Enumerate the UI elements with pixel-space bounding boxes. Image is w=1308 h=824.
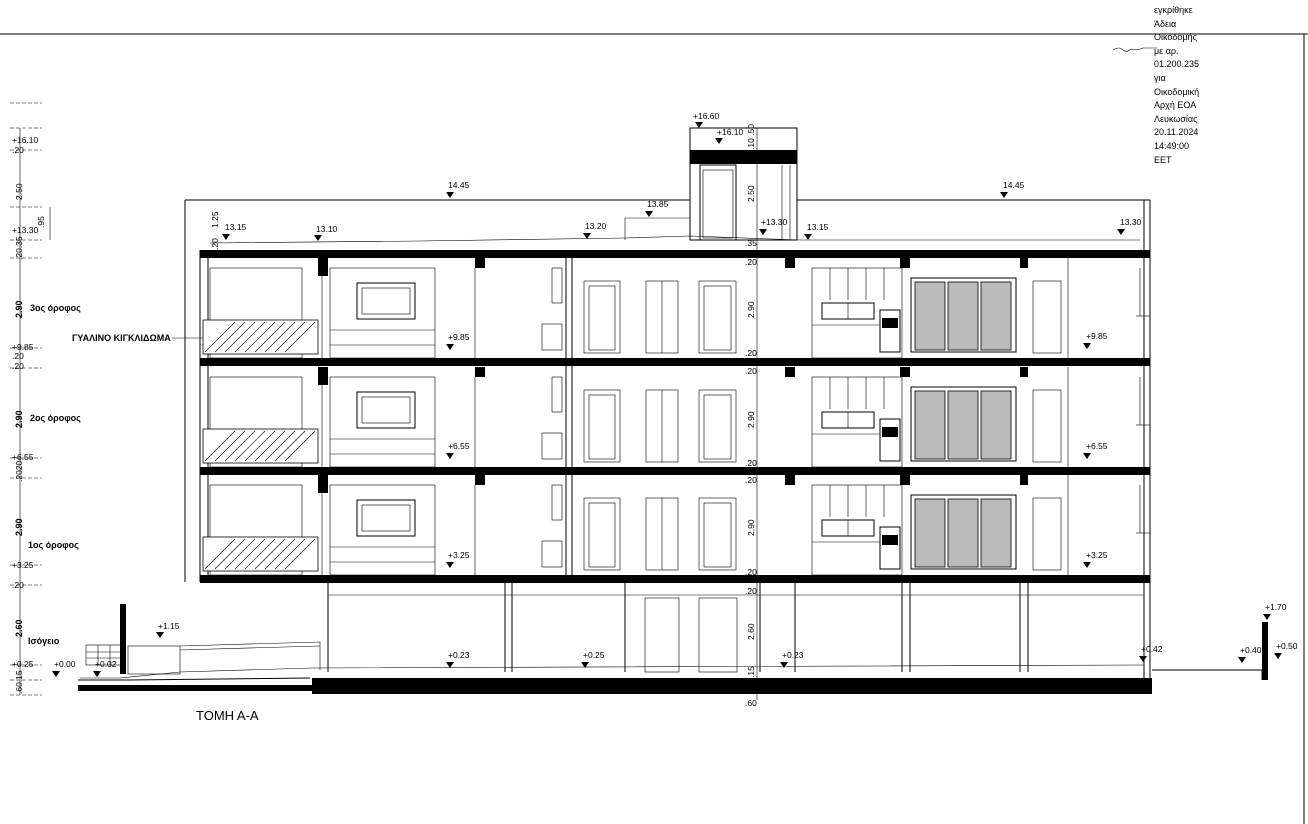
level-g-d: +0.25 <box>583 650 605 660</box>
stamp-line: Άδεια <box>1154 18 1177 29</box>
floor3-height: 2.90 <box>14 300 24 318</box>
level-2-right: +6.55 <box>1086 441 1108 451</box>
level-g-f: +0.42 <box>1141 644 1163 654</box>
level-g-e: +0.23 <box>782 650 804 660</box>
stamp-line: EET <box>1154 154 1172 165</box>
level-2-left: +6.55 <box>448 441 470 451</box>
dim-1-20b: .20 <box>745 567 757 577</box>
section-title: ΤΟΜΗ Α-Α <box>196 708 259 723</box>
stamp-line: με αρ. <box>1154 45 1179 56</box>
level-025: +0.25 <box>12 659 34 669</box>
dim-3-290: 2.90 <box>746 301 756 318</box>
ground-height: 2.60 <box>14 619 24 637</box>
dim-slab: .20 <box>12 145 24 155</box>
level-g-a: +0.00 <box>54 659 76 669</box>
dim-3-20b: .20 <box>745 348 757 358</box>
roof-r1: 13.15 <box>225 222 247 232</box>
dim-60: .60 <box>745 698 757 708</box>
level-3-left: +9.85 <box>448 332 470 342</box>
roof-r7: 13.30 <box>1120 217 1142 227</box>
level-3-right: +9.85 <box>1086 331 1108 341</box>
dim-15: .15 <box>746 666 756 678</box>
dim-0-20: .20 <box>745 586 757 596</box>
level-g-c: +0.23 <box>448 650 470 660</box>
roof-r3: 13.20 <box>585 221 607 231</box>
stamp-line: για <box>1154 72 1166 83</box>
stamp-line: 01.200.235 <box>1154 59 1200 70</box>
level-g-g: +1.70 <box>1265 602 1287 612</box>
dim-10-50: .10 .50 <box>746 124 756 150</box>
level-985: +9.85 <box>12 342 34 352</box>
dim-bottom: .60.15 <box>14 670 24 694</box>
left-dimension-column: +16.10 .20 2.50 .95 +13.30 .20.35 2.90 +… <box>10 102 51 696</box>
stamp-line: 14:49:00 <box>1154 140 1190 151</box>
stamp-line: 20.11.2024 <box>1154 127 1199 138</box>
roof-r4: 13.85 <box>647 199 669 209</box>
roof-r5: +13.30 <box>761 217 788 227</box>
floor-2-interior <box>202 367 1150 468</box>
ground-name: Ισόγειο <box>28 636 60 646</box>
stamp-line: Οικοδομής <box>1154 32 1197 43</box>
building-structure <box>78 127 1268 694</box>
dim-250: 2.50 <box>746 185 756 202</box>
dim-2020: .2020 <box>14 460 24 482</box>
stamp-line: Οικοδομική <box>1154 86 1200 97</box>
level-655: +6.55 <box>12 452 34 462</box>
dim-3-20: .20 <box>745 257 757 267</box>
signature-mark <box>1112 47 1157 52</box>
roof-top-a: +16.60 <box>693 111 720 121</box>
dim-2035: .20.35 <box>14 236 24 260</box>
roof-r2: 13.10 <box>316 224 338 234</box>
level-ramp-top: +1.15 <box>158 621 180 631</box>
dim-2-20: .20 <box>745 366 757 376</box>
dim-top-20: .20 <box>745 156 757 166</box>
floor-3-interior <box>202 258 1150 359</box>
stamp-line: εγκρίθηκε <box>1154 5 1193 15</box>
center-dimensions: .10 .50 .20 2.50 .35 .20 2.90 .20 .20 2.… <box>745 124 757 708</box>
roof-dim-125: 1.25 <box>210 211 220 228</box>
roof-left-ext: 14.45 <box>448 180 470 190</box>
dim-95: .95 <box>36 216 46 228</box>
roof-top-b: +16.10 <box>717 127 744 137</box>
level-325: +3.25 <box>12 560 34 570</box>
dim-20-b: .20 <box>12 361 24 371</box>
dim-1-20: .20 <box>745 475 757 485</box>
stamp-line: Λευκωσίας <box>1154 113 1198 124</box>
roof-r6: 13.15 <box>807 222 829 232</box>
level-g-b: +0.02 <box>95 659 117 669</box>
roof-dim-20: .20 <box>210 238 220 250</box>
floor2-name: 2ος όροφος <box>30 413 81 423</box>
level-g-h: +0.40 <box>1240 645 1262 655</box>
railing-label: ΓΥΑΛΙΝΟ ΚΙΓΚΛΙΔΩΜΑ <box>72 333 171 343</box>
floor1-height: 2.90 <box>14 518 24 536</box>
dim-2-290: 2.90 <box>746 411 756 428</box>
floor-1-interior <box>202 475 1150 576</box>
level-1-right: +3.25 <box>1086 550 1108 560</box>
floor-levels: +9.85 +9.85 +6.55 +6.55 +3.25 +3.25 +1.1… <box>52 331 1298 677</box>
floor2-height: 2.90 <box>14 410 24 428</box>
dim-20-c: .20 <box>12 580 24 590</box>
stamp-line: Αρχή ΕΟΑ <box>1154 100 1197 111</box>
roof-levels: +16.60 +16.10 14.45 14.45 13.15 13.10 13… <box>210 111 1142 250</box>
level-roof: +13.30 <box>12 225 39 235</box>
floor1-name: 1ος όροφος <box>28 540 79 550</box>
level-g-i: +0.50 <box>1276 641 1298 651</box>
level-top: +16.10 <box>12 135 39 145</box>
roof-right-ext: 14.45 <box>1003 180 1025 190</box>
dim-2-20b: .20 <box>745 458 757 468</box>
dim-260: 2.60 <box>746 623 756 640</box>
dim-parapet: 2.50 <box>14 183 24 200</box>
floor3-name: 3ος όροφος <box>30 303 81 313</box>
dim-35: .35 <box>745 238 757 248</box>
dim-20-a: .20 <box>12 351 24 361</box>
level-1-left: +3.25 <box>448 550 470 560</box>
dim-1-290: 2.90 <box>746 519 756 536</box>
